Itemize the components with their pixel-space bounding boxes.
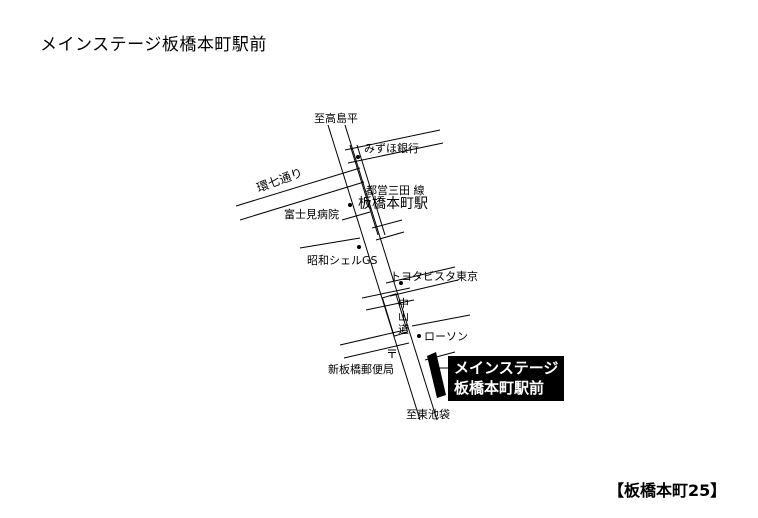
label-new-itabashi-post: 新板橋郵便局 <box>328 363 394 376</box>
site-building <box>427 352 446 398</box>
main-road-right-edge <box>344 124 438 421</box>
callout-line2: 板橋本町駅前 <box>454 379 545 397</box>
label-to-higashi-ikebukuro: 至東池袋 <box>406 408 450 421</box>
subway-line <box>349 144 379 236</box>
toyota-street-top <box>385 266 456 284</box>
hospital-dot <box>348 203 352 207</box>
cross-street-2 <box>375 231 405 241</box>
label-toyota-vista: トヨタビスタ東京 <box>390 270 478 283</box>
nakasendo-cross-top <box>361 287 411 299</box>
showa-dot <box>357 245 361 249</box>
label-toei-mita-line: 都営三田 線 <box>366 184 425 197</box>
label-mizuho-bank: みずほ銀行 <box>364 142 419 155</box>
ring7-road-bottom <box>239 181 365 221</box>
main-road-left-edge <box>327 124 421 421</box>
label-nakasendo: 中山道 <box>398 297 409 336</box>
cross-street-1 <box>371 219 403 229</box>
label-station: 板橋本町駅 <box>358 196 428 212</box>
label-showa-shell: 昭和シェルGS <box>307 254 378 267</box>
callout-line1: メインステージ <box>454 359 559 377</box>
toyota-street-bottom <box>389 279 459 297</box>
mizuho-street-top <box>344 129 441 151</box>
label-lawson: ローソン <box>424 330 468 343</box>
label-to-takashimadaira: 至高島平 <box>314 112 358 125</box>
nakasendo-frame <box>381 293 409 337</box>
property-code: 【板橋本町25】 <box>608 481 727 500</box>
lawson-street <box>411 314 471 327</box>
label-fujimi-hospital: 富士見病院 <box>284 208 339 221</box>
mizuho-street-bottom <box>347 142 444 164</box>
hospital-street <box>341 211 371 221</box>
lawson-dot <box>417 334 421 338</box>
page-title: メインステージ板橋本町駅前 <box>40 35 267 55</box>
toyota-dot <box>399 281 403 285</box>
nakasendo-cross-bottom <box>365 299 415 311</box>
site-callout: メインステージ 板橋本町駅前 <box>448 356 565 401</box>
ring7-road-top <box>235 167 361 207</box>
showa-street <box>299 237 361 249</box>
post-street-top <box>339 329 406 346</box>
mizuho-dot <box>356 155 360 159</box>
post-office-icon: 〒 <box>386 347 399 361</box>
post-street-bottom <box>343 342 410 359</box>
